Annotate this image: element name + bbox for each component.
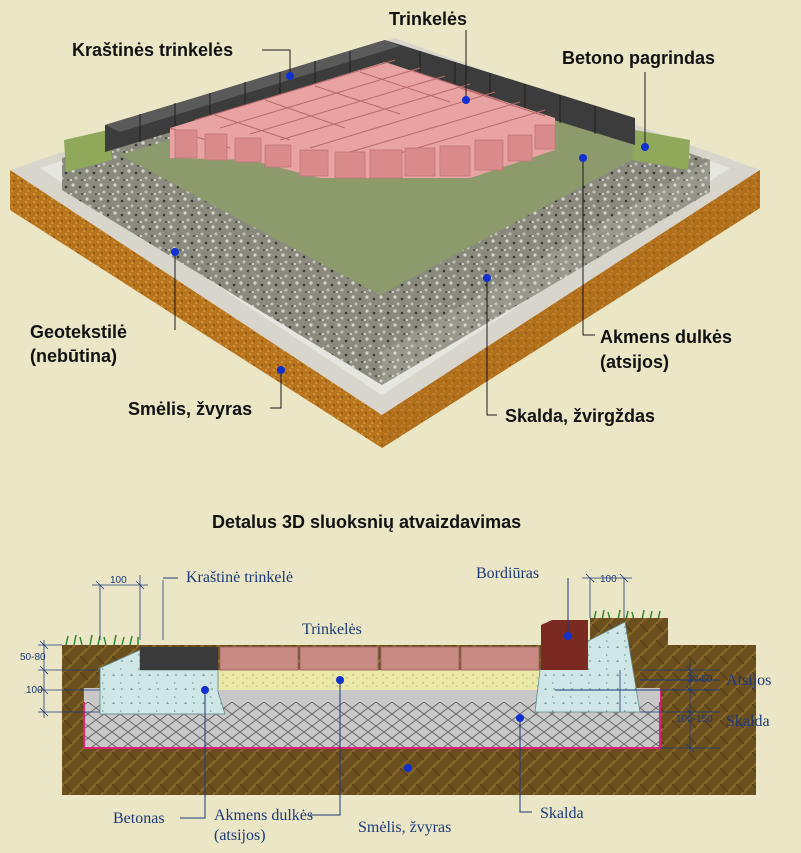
label-bordiuras: Bordiūras: [476, 565, 539, 582]
marker-smelis-top: [277, 366, 285, 374]
label-smelis-zvyras-section: Smėlis, žvyras: [358, 819, 451, 836]
label-krastines-trinkeles: Kraštinės trinkelės: [72, 40, 233, 60]
label-smelis-zvyras: Smėlis, žvyras: [128, 399, 252, 419]
label-skalda-right: Skalda: [726, 713, 770, 730]
sand-layer-left-side: [10, 170, 382, 448]
leader-skalda: [486, 278, 497, 416]
top-3d-illustration: Trinkelės Kraštinės trinkelės Betono pag…: [10, 9, 760, 448]
marker-betono: [641, 143, 649, 151]
cross-section: 100 100 50-80 100 30-50 100-150 Kraštinė…: [20, 565, 771, 844]
dim-100-right: 100: [600, 574, 617, 585]
marker-akmens-dulkes: [336, 676, 344, 684]
label-trinkeles: Trinkelės: [389, 9, 467, 29]
marker-betonas: [201, 686, 209, 694]
dim-100-left: 100: [110, 575, 127, 586]
leader-betonas: [180, 690, 206, 819]
marker-trinkeles: [462, 96, 470, 104]
label-betonas: Betonas: [113, 810, 165, 827]
label-skalda-bottom: Skalda: [540, 805, 584, 822]
section-title: Detalus 3D sluoksnių atvaizdavimas: [212, 512, 521, 532]
marker-smelis-section: [404, 764, 412, 772]
label-atsijos: Atsijos: [726, 672, 771, 689]
label-akmens-dulkes-section: Akmens dulkės: [214, 807, 313, 824]
leader-smelis: [270, 370, 282, 409]
dim-100-150: 100-150: [676, 714, 713, 725]
label-akmens-dulkes-note: (atsijos): [600, 352, 669, 372]
marker-bordiuras: [564, 632, 572, 640]
dim-100-side: 100: [26, 685, 43, 696]
marker-skalda-section: [516, 714, 524, 722]
marker-krastines: [286, 72, 294, 80]
dimension-ticks: [39, 573, 695, 753]
grass-left: [65, 634, 139, 646]
leader-akmens: [582, 158, 595, 336]
label-geotekstile: Geotekstilė: [30, 322, 127, 342]
label-geotekstile-note: (nebūtina): [30, 346, 117, 366]
marker-akmens-top: [579, 154, 587, 162]
label-akmens-dulkes: Akmens dulkės: [600, 327, 732, 347]
label-betono-pagrindas: Betono pagrindas: [562, 48, 715, 68]
label-skalda-zvirgzdas: Skalda, žvirgždas: [505, 406, 655, 426]
paver-row: [219, 646, 540, 671]
leader-akmens-dulkes: [310, 680, 341, 816]
leader-krastines: [262, 49, 291, 76]
label-atsijos-section: (atsijos): [214, 827, 266, 844]
leader-skalda-bottom: [519, 718, 532, 813]
label-krastine-trinkele: Kraštinė trinkelė: [186, 569, 293, 586]
marker-skalda-top: [483, 274, 491, 282]
edge-paver-section: [140, 647, 218, 670]
curb-section: [541, 620, 588, 670]
label-trinkeles-section: Trinkelės: [302, 621, 362, 638]
stone-dust-layer: [218, 670, 540, 690]
dim-50-80: 50-80: [20, 652, 46, 663]
marker-geotekstile: [171, 248, 179, 256]
